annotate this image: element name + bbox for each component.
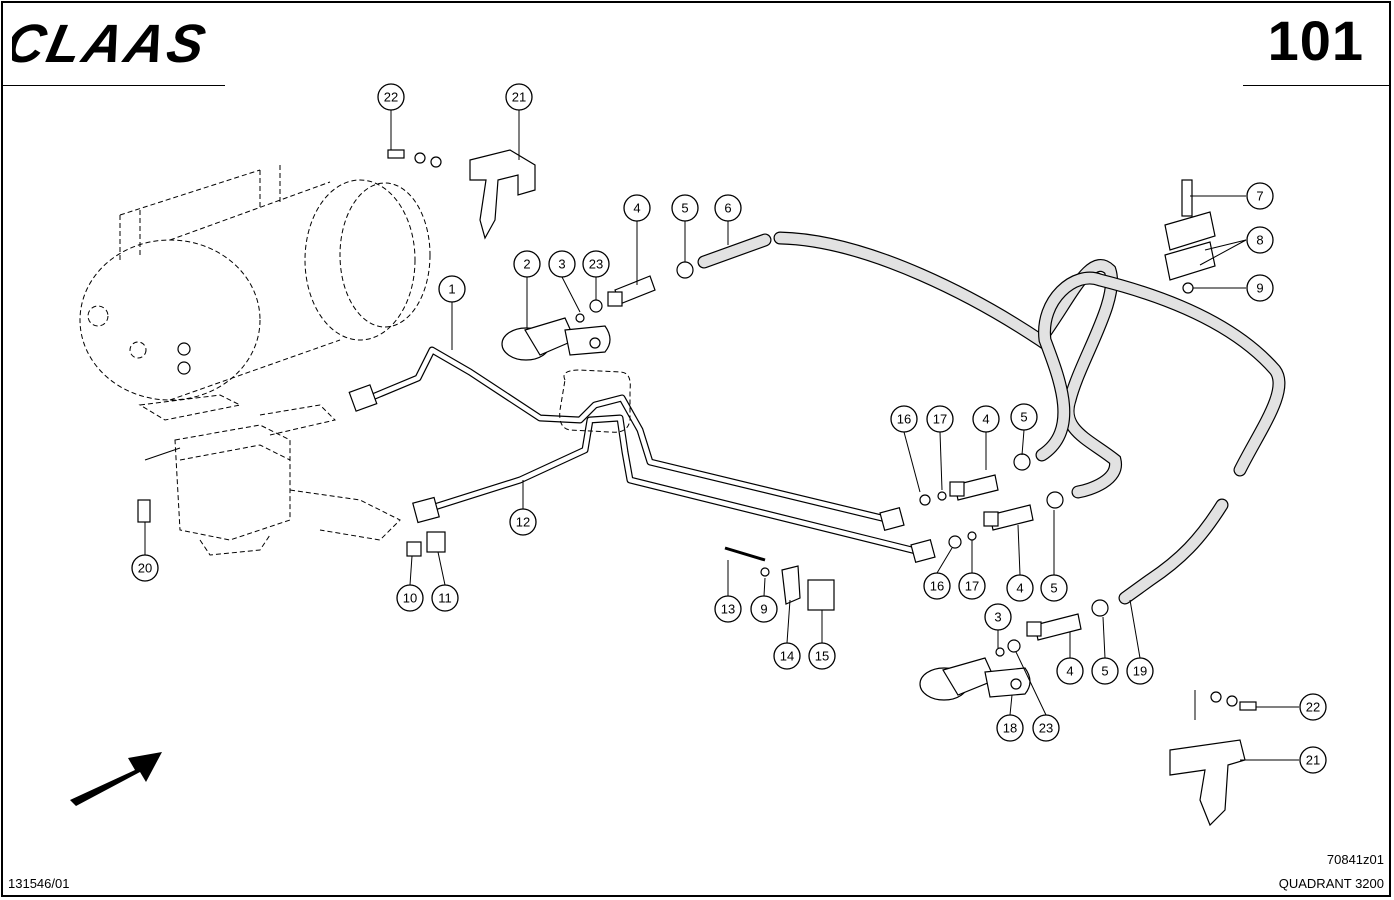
svg-text:19: 19 — [1133, 664, 1147, 679]
svg-text:3: 3 — [558, 257, 565, 272]
callout-12[interactable]: 12 — [509, 508, 537, 536]
svg-text:4: 4 — [633, 201, 640, 216]
brake-pipes — [366, 346, 924, 556]
svg-text:23: 23 — [589, 257, 603, 272]
valve-assemblies — [501, 317, 1031, 701]
callout-6[interactable]: 6 — [714, 194, 742, 222]
svg-text:22: 22 — [384, 90, 398, 105]
callout-2[interactable]: 2 — [513, 250, 541, 278]
callout-4-d[interactable]: 4 — [1056, 657, 1084, 685]
header-rule-right — [1243, 85, 1390, 86]
callout-10[interactable]: 10 — [396, 584, 424, 612]
callout-4-b[interactable]: 4 — [972, 405, 1000, 433]
callout-5-a[interactable]: 5 — [671, 194, 699, 222]
svg-text:21: 21 — [1306, 753, 1320, 768]
claas-logo-text: CLAAS — [12, 16, 213, 72]
callout-8[interactable]: 8 — [1246, 226, 1274, 254]
svg-text:10: 10 — [403, 591, 417, 606]
callout-9-a[interactable]: 9 — [1246, 274, 1274, 302]
valve-block-outline — [138, 342, 401, 556]
callout-17-b[interactable]: 17 — [958, 572, 986, 600]
callout-23-a[interactable]: 23 — [582, 250, 610, 278]
callout-9-b[interactable]: 9 — [750, 595, 778, 623]
svg-text:16: 16 — [930, 579, 944, 594]
svg-text:18: 18 — [1003, 721, 1017, 736]
callout-5-d[interactable]: 5 — [1091, 657, 1119, 685]
callout-15[interactable]: 15 — [808, 642, 836, 670]
svg-text:20: 20 — [138, 561, 152, 576]
flexible-hoses — [697, 231, 1286, 605]
callout-13[interactable]: 13 — [714, 595, 742, 623]
svg-text:17: 17 — [965, 579, 979, 594]
machine-model: QUADRANT 3200 — [1278, 876, 1384, 891]
svg-text:16: 16 — [897, 412, 911, 427]
callout-1[interactable]: 1 — [438, 275, 466, 303]
air-tank-outline — [79, 165, 431, 401]
drawing-code: 70841z01 — [1326, 852, 1384, 867]
svg-text:14: 14 — [780, 649, 794, 664]
svg-text:1: 1 — [448, 282, 455, 297]
claas-logo: CLAAS — [12, 16, 213, 72]
callout-5-b[interactable]: 5 — [1010, 403, 1038, 431]
svg-text:2: 2 — [523, 257, 530, 272]
callout-19[interactable]: 19 — [1126, 657, 1154, 685]
svg-text:5: 5 — [681, 201, 688, 216]
svg-text:4: 4 — [982, 412, 989, 427]
svg-text:4: 4 — [1066, 664, 1073, 679]
callout-3-a[interactable]: 3 — [548, 250, 576, 278]
svg-text:9: 9 — [1256, 281, 1263, 296]
svg-text:4: 4 — [1016, 581, 1023, 596]
callout-5-c[interactable]: 5 — [1040, 574, 1068, 602]
svg-text:22: 22 — [1306, 700, 1320, 715]
callouts: 22 21 4 5 6 7 8 9 2 3 23 1 16 17 4 5 12 … — [131, 83, 1327, 774]
svg-text:6: 6 — [724, 201, 731, 216]
fittings — [137, 179, 1216, 657]
svg-text:8: 8 — [1256, 233, 1263, 248]
direction-arrow-icon — [70, 752, 162, 806]
svg-text:12: 12 — [516, 515, 530, 530]
svg-text:5: 5 — [1101, 664, 1108, 679]
callout-11[interactable]: 11 — [431, 584, 459, 612]
page-number: 101 — [1267, 9, 1364, 72]
mounting-brackets — [387, 149, 1257, 827]
document-id: 131546/01 — [8, 876, 70, 891]
callout-20[interactable]: 20 — [131, 554, 159, 582]
callout-16-b[interactable]: 16 — [923, 572, 951, 600]
leader-lines — [144, 110, 1299, 761]
svg-text:3: 3 — [994, 610, 1001, 625]
callout-16-a[interactable]: 16 — [890, 405, 918, 433]
svg-text:9: 9 — [760, 602, 767, 617]
svg-text:5: 5 — [1020, 410, 1027, 425]
callout-21-bottom[interactable]: 21 — [1299, 746, 1327, 774]
callout-4-a[interactable]: 4 — [623, 194, 651, 222]
svg-text:5: 5 — [1050, 581, 1057, 596]
svg-text:15: 15 — [815, 649, 829, 664]
callout-17-a[interactable]: 17 — [926, 405, 954, 433]
callout-23-b[interactable]: 23 — [1032, 714, 1060, 742]
callout-22-bottom[interactable]: 22 — [1299, 693, 1327, 721]
callout-22-top[interactable]: 22 — [377, 83, 405, 111]
svg-text:21: 21 — [512, 90, 526, 105]
header-rule-left — [3, 85, 225, 86]
svg-text:7: 7 — [1256, 189, 1263, 204]
svg-text:13: 13 — [721, 602, 735, 617]
callout-7[interactable]: 7 — [1246, 182, 1274, 210]
callout-14[interactable]: 14 — [773, 642, 801, 670]
callout-21-top[interactable]: 21 — [505, 83, 533, 111]
svg-text:17: 17 — [933, 412, 947, 427]
svg-text:11: 11 — [438, 591, 452, 606]
callout-18[interactable]: 18 — [996, 714, 1024, 742]
callout-3-b[interactable]: 3 — [984, 603, 1012, 631]
svg-text:23: 23 — [1039, 721, 1053, 736]
callout-4-c[interactable]: 4 — [1006, 574, 1034, 602]
